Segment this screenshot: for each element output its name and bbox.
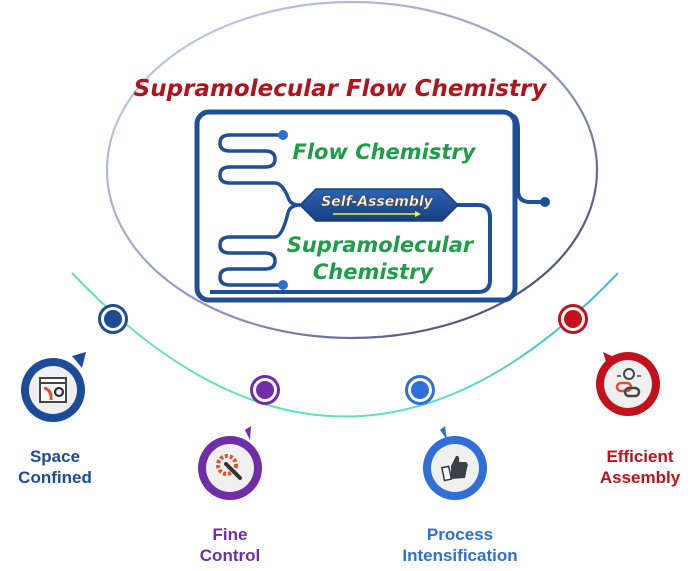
timeline-arc	[71, 272, 619, 418]
inlet-port-bottom	[278, 280, 288, 290]
label-fine-control: Fine Control	[175, 524, 285, 566]
window-gear-icon	[39, 377, 67, 403]
timeline-node-process-intensification	[405, 375, 435, 405]
label-line2: Control	[199, 546, 261, 565]
badge-efficient-assembly	[596, 352, 660, 416]
timeline-node-fine-control	[250, 375, 280, 405]
badge-fine-control	[198, 426, 262, 500]
flow-chemistry-label: Flow Chemistry	[293, 140, 477, 164]
flow-arrow-head	[415, 211, 421, 217]
label-process-intensification: Process Intensification	[385, 524, 535, 566]
label-line2: Assembly	[599, 468, 681, 487]
label-line1: Fine	[212, 525, 248, 544]
label-line2: Confined	[18, 468, 92, 487]
badge-space-confined	[21, 352, 86, 422]
outlet-tail	[509, 113, 545, 204]
self-assembly-label: Self-Assembly	[321, 194, 433, 210]
label-line2: Intensification	[402, 546, 518, 565]
label-space-confined: Space Confined	[0, 446, 110, 488]
outlet-channel	[210, 203, 492, 294]
gear-wrench-icon	[216, 454, 242, 480]
serpentine-channel-bottom	[218, 212, 290, 287]
label-line1: Efficient	[606, 447, 674, 466]
diagram-title: Supramolecular Flow Chemistry	[134, 76, 548, 102]
label-line1: Process	[426, 525, 494, 544]
label-efficient-assembly: Efficient Assembly	[580, 446, 700, 488]
timeline-node-efficient-assembly	[558, 304, 588, 334]
merge-channel-2	[286, 203, 301, 214]
label-line1: Space	[29, 447, 81, 466]
serpentine-channel-top	[218, 133, 290, 198]
link-plus-icon	[615, 368, 641, 398]
timeline-node-space-confined	[98, 304, 128, 334]
chemistry-label: Chemistry	[313, 260, 435, 284]
thumbs-up-icon	[440, 455, 468, 482]
outlet-port	[540, 197, 550, 207]
inlet-port-top	[278, 130, 288, 140]
supramolecular-label: Supramolecular	[287, 233, 475, 257]
badge-process-intensification	[423, 426, 487, 500]
